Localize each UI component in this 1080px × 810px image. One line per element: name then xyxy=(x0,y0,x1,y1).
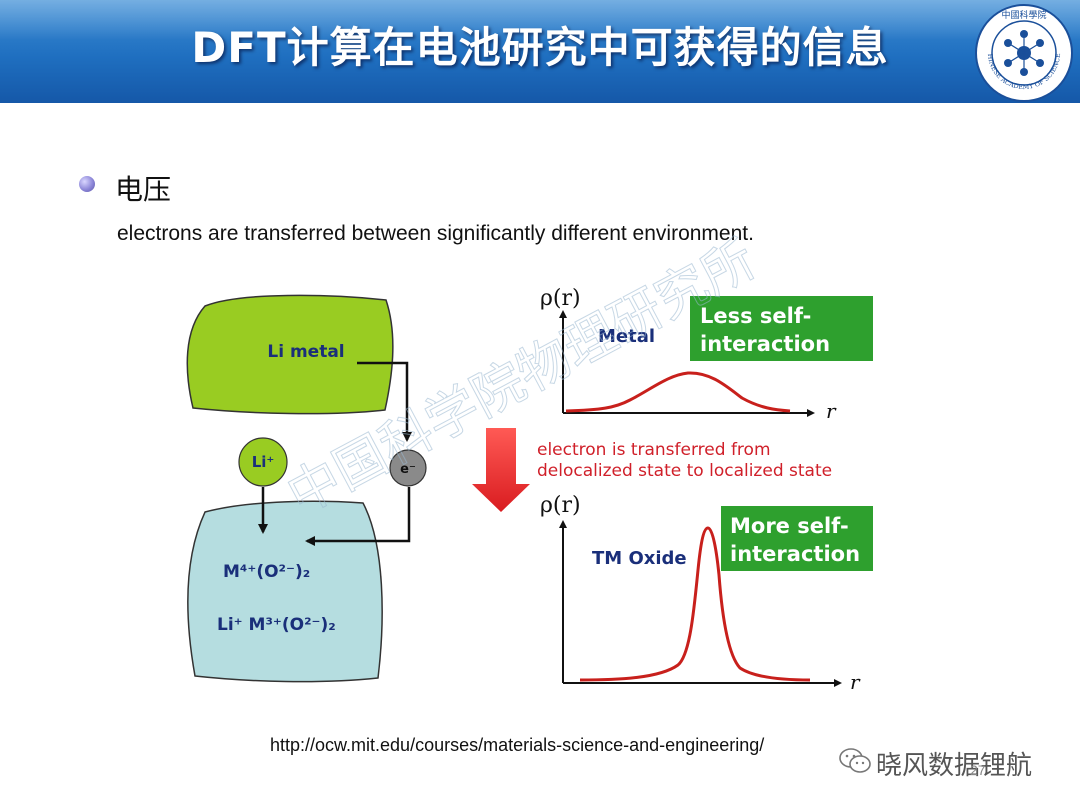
electron-path-arrow-bottom xyxy=(305,487,411,546)
title-bar-sheen xyxy=(0,0,1080,40)
li-metal-label: Li metal xyxy=(267,342,344,362)
wechat-watermark-name: 晓风数据锂航 xyxy=(876,751,1033,781)
oxide-li-m3-label: Li⁺ M³⁺(O²⁻)₂ xyxy=(217,615,336,635)
li-metal-blob xyxy=(186,294,394,415)
more-self-interaction-box xyxy=(721,506,873,571)
title-bar: DFT计算在电池研究中可获得的信息 中國科學院 CHINESE ACADEMY … xyxy=(0,0,1080,103)
bullet-label: 电压 xyxy=(115,173,172,206)
more-box-line2: interaction xyxy=(730,542,860,566)
transfer-down-arrow xyxy=(472,428,530,512)
transfer-caption-line2: delocalized state to localized state xyxy=(537,461,832,481)
page-number: 27 xyxy=(970,762,986,778)
less-box-line1: Less self- xyxy=(700,304,811,328)
bottom-density-plot: ρ(r) r TM Oxide More self- interaction xyxy=(540,493,873,694)
electron-path-arrow-top xyxy=(357,361,412,442)
wechat-icon xyxy=(839,748,871,773)
tm-oxide-density-curve xyxy=(579,526,811,682)
page-title: DFT计算在电池研究中可获得的信息 xyxy=(191,23,889,72)
li-ion-label: Li⁺ xyxy=(252,453,275,471)
li-ion-circle xyxy=(238,437,288,487)
cas-logo-icon: 中國科學院 CHINESE ACADEMY OF SCIENCES xyxy=(974,3,1073,102)
source-url[interactable]: http://ocw.mit.edu/courses/materials-sci… xyxy=(270,735,765,755)
tm-oxide-curve-label: TM Oxide xyxy=(592,548,687,569)
metal-curve-label: Metal xyxy=(598,326,655,347)
top-density-plot: ρ(r) r Metal Less self- interaction xyxy=(540,286,873,423)
transfer-caption-line1: electron is transferred from xyxy=(537,440,771,460)
bottom-y-label: ρ(r) xyxy=(540,493,581,518)
more-box-line1: More self- xyxy=(730,514,849,538)
electron-label: e⁻ xyxy=(400,462,416,477)
oxide-m4-label: M⁴⁺(O²⁻)₂ xyxy=(223,562,310,582)
bullet-icon xyxy=(79,176,95,192)
bottom-x-label: r xyxy=(850,670,861,694)
top-y-label: ρ(r) xyxy=(540,286,581,311)
logo-top-text: 中國科學院 xyxy=(1001,9,1046,21)
oxide-blob xyxy=(187,500,383,683)
metal-density-curve xyxy=(565,371,791,413)
less-self-interaction-box xyxy=(690,296,873,361)
electron-circle xyxy=(389,449,427,487)
subtitle-text: electrons are transferred between signif… xyxy=(117,222,754,245)
top-x-label: r xyxy=(826,399,837,423)
less-box-line2: interaction xyxy=(700,332,830,356)
